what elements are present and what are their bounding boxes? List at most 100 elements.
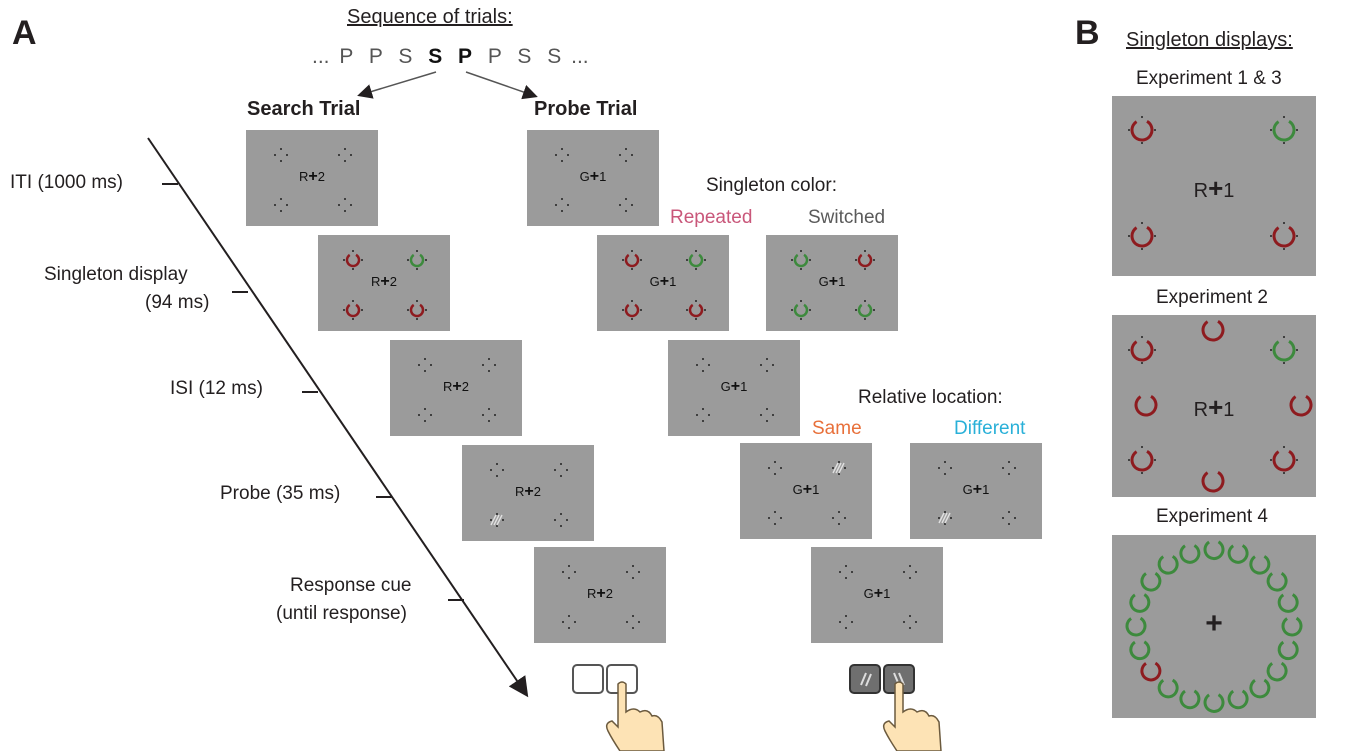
placeholder-dot xyxy=(574,571,576,573)
placeholder-dot xyxy=(838,473,840,475)
ring-marker-dot xyxy=(407,259,409,261)
ring-marker-dot xyxy=(855,309,857,311)
search-trial-heading: Search Trial xyxy=(247,98,361,120)
placeholder-dot xyxy=(344,198,346,200)
placeholder-dot xyxy=(774,523,776,525)
placeholder-dot xyxy=(772,364,774,366)
seq-item-4: S xyxy=(428,45,443,68)
placeholder-dot xyxy=(638,571,640,573)
placeholder-dot xyxy=(632,577,634,579)
placeholder-dot xyxy=(844,517,846,519)
placeholder-dot xyxy=(838,461,840,463)
placeholder-dot xyxy=(950,517,952,519)
placeholder-dot xyxy=(555,204,557,206)
placeholder-dot xyxy=(702,370,704,372)
ring-marker-dot xyxy=(352,250,354,252)
placeholder-dot xyxy=(839,621,841,623)
timeline-label-response-2: (until response) xyxy=(276,603,407,624)
placeholder-dot xyxy=(909,627,911,629)
screen-search-response: R+2 xyxy=(531,544,669,646)
panel-b-title: Singleton displays: xyxy=(1126,29,1293,51)
placeholder-dot xyxy=(561,148,563,150)
placeholder-dot xyxy=(274,154,276,156)
gabor-icon xyxy=(835,462,842,474)
ring-marker-dot xyxy=(800,250,802,252)
seq-item-7: S xyxy=(517,45,532,68)
ring-marker-dot xyxy=(809,309,811,311)
ring-icon xyxy=(1179,688,1201,710)
gabor-icon xyxy=(832,462,839,474)
placeholder-dot xyxy=(280,160,282,162)
placeholder-dot xyxy=(768,467,770,469)
placeholder-dot xyxy=(496,525,498,527)
ring-marker-dot xyxy=(1270,235,1272,237)
ring-marker-dot xyxy=(416,268,418,270)
ring-marker-dot xyxy=(416,250,418,252)
cue-label: G+1 xyxy=(792,481,820,498)
stimulus-rings xyxy=(274,116,1313,713)
ring-icon xyxy=(1140,570,1162,592)
ring-icon xyxy=(1130,338,1154,362)
ring-marker-dot xyxy=(1296,235,1298,237)
placeholder-dot xyxy=(418,364,420,366)
timeline-label-singleton-2: (94 ms) xyxy=(145,292,210,313)
placeholder-dot xyxy=(338,154,340,156)
cue-label: G+1 xyxy=(649,273,677,290)
placeholder-dot xyxy=(482,414,484,416)
placeholder-dot xyxy=(350,204,352,206)
placeholder-dot xyxy=(844,467,846,469)
ring-marker-dot xyxy=(809,259,811,261)
placeholder-dot xyxy=(950,467,952,469)
cue-label: G+1 xyxy=(962,481,990,498)
ring-marker-dot xyxy=(1270,129,1272,131)
screen-probe-singleton-repeated: G+1 xyxy=(594,232,732,334)
ring-icon xyxy=(624,302,640,318)
placeholder-dot xyxy=(632,565,634,567)
ring-marker-dot xyxy=(1141,116,1143,118)
ring-marker-dot xyxy=(695,268,697,270)
placeholder-dot xyxy=(944,473,946,475)
ring-marker-dot xyxy=(640,259,642,261)
placeholder-dot xyxy=(851,621,853,623)
ring-marker-dot xyxy=(1141,222,1143,224)
ring-icon xyxy=(1201,318,1225,342)
placeholder-dot xyxy=(574,621,576,623)
ring-marker-dot xyxy=(800,268,802,270)
cue-label: R+2 xyxy=(299,168,325,185)
ring-marker-dot xyxy=(873,309,875,311)
placeholder-dot xyxy=(845,627,847,629)
placeholder-dot xyxy=(562,571,564,573)
ring-marker-dot xyxy=(1128,235,1130,237)
ring-marker-dot xyxy=(1154,235,1156,237)
placeholder-dot xyxy=(502,519,504,521)
placeholder-dot xyxy=(780,467,782,469)
ring-marker-dot xyxy=(686,259,688,261)
placeholder-dot xyxy=(619,204,621,206)
placeholder-dot xyxy=(424,420,426,422)
sequence-suffix: ... xyxy=(571,45,589,68)
ring-marker-dot xyxy=(631,318,633,320)
screen-probe-singleton-switched: G+1 xyxy=(763,232,901,334)
screen-search-probe: R+2 xyxy=(459,442,597,544)
placeholder-dot xyxy=(766,420,768,422)
panel-letter-a: A xyxy=(12,14,37,52)
placeholder-dot xyxy=(909,577,911,579)
ring-icon xyxy=(688,252,704,268)
experiment-2-label: Experiment 2 xyxy=(1156,287,1268,308)
ring-marker-dot xyxy=(1141,362,1143,364)
ring-icon xyxy=(1129,591,1151,613)
placeholder-dot xyxy=(1008,511,1010,513)
screen-search-isi: R+2 xyxy=(387,337,525,439)
placeholder-dot xyxy=(638,621,640,623)
placeholder-dot xyxy=(708,414,710,416)
ring-marker-dot xyxy=(343,309,345,311)
gabor-icon xyxy=(941,512,948,524)
seq-item-1: P xyxy=(339,45,353,68)
placeholder-dot xyxy=(702,358,704,360)
placeholder-dot xyxy=(619,154,621,156)
singleton-color-repeated: Repeated xyxy=(670,207,753,228)
placeholder-dot xyxy=(938,467,940,469)
placeholder-dot xyxy=(430,414,432,416)
arrow-icon xyxy=(357,71,437,99)
placeholder-dot xyxy=(560,513,562,515)
